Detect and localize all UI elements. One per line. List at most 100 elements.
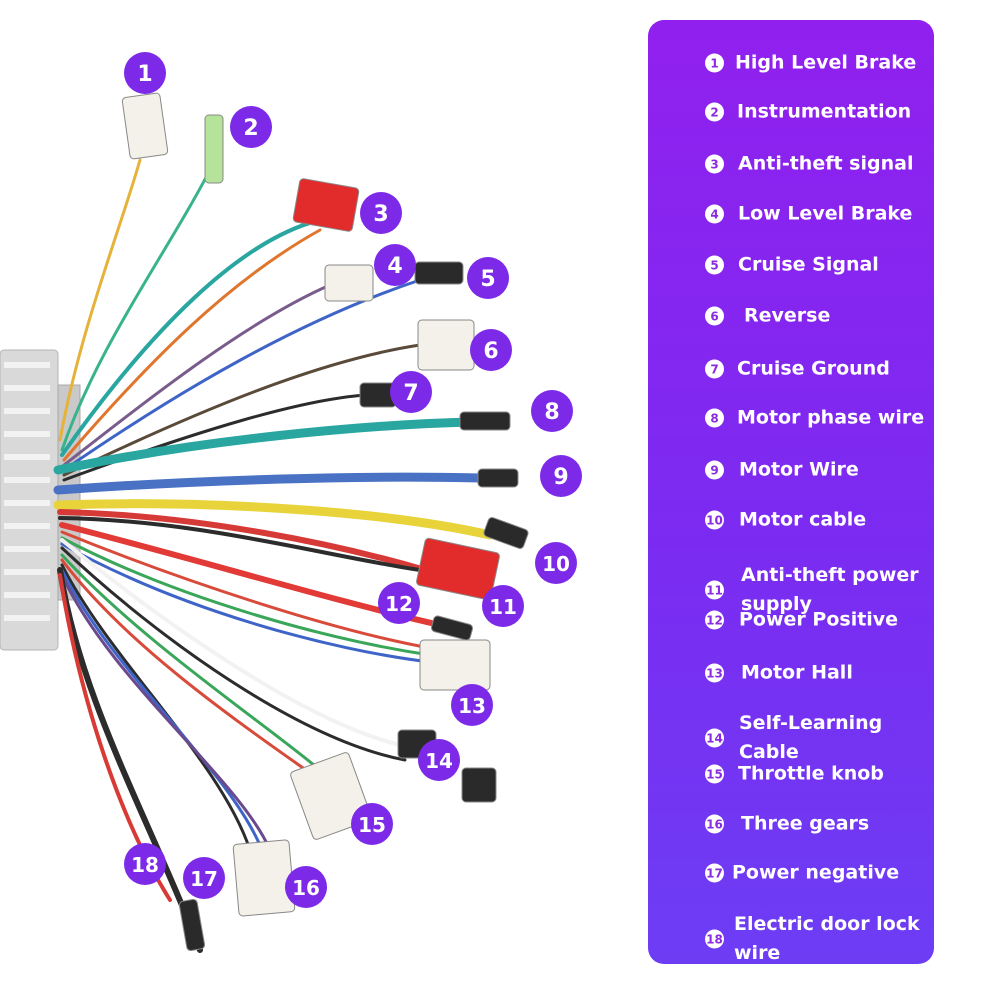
legend-number-badge: 15 <box>705 764 724 784</box>
legend-label: Throttle knob <box>738 762 884 785</box>
motor-phase-terminal <box>459 411 511 431</box>
callout-5: 5 <box>467 257 509 299</box>
legend-number-badge: 3 <box>705 154 724 174</box>
wire <box>60 536 432 657</box>
callout-number: 6 <box>483 339 498 364</box>
callout-6: 6 <box>470 329 512 371</box>
legend-item-12: 12 Power Positive <box>648 604 934 636</box>
callout-circle <box>230 106 272 148</box>
legend-label: Instrumentation <box>737 100 912 123</box>
motor-hall-connector <box>419 639 491 691</box>
wire <box>60 158 217 452</box>
callout-3: 3 <box>360 192 402 234</box>
callout-number: 14 <box>425 749 453 773</box>
wire <box>62 228 322 462</box>
anti-theft-signal-connector <box>292 178 360 232</box>
legend-label: Motor phase wire <box>737 406 925 429</box>
callout-circle <box>378 582 420 624</box>
legend-item-2: 2 Instrumentation <box>648 96 934 128</box>
wire <box>62 283 332 467</box>
callout-number: 8 <box>544 400 559 425</box>
self-learning-connector-b <box>461 767 497 803</box>
legend-label: Power Positive <box>739 608 899 631</box>
callout-1: 1 <box>124 52 166 94</box>
legend-number-badge: 11 <box>705 580 724 600</box>
legend-item-7: 7 Cruise Ground <box>648 353 934 385</box>
wire <box>60 568 264 852</box>
motor-cable-terminal <box>483 517 529 549</box>
callout-circle <box>183 857 225 899</box>
callout-circle <box>467 257 509 299</box>
legend-label: Motor Wire <box>739 458 859 481</box>
connector-group <box>121 92 529 952</box>
callout-number: 1 <box>137 62 152 87</box>
callout-11: 11 <box>482 585 524 627</box>
callout-number: 10 <box>542 552 570 576</box>
legend-number-badge: 4 <box>705 204 724 224</box>
wire <box>58 516 422 572</box>
callout-10: 10 <box>535 542 577 584</box>
low-brake-connector <box>324 264 374 302</box>
callout-number: 9 <box>553 465 568 490</box>
legend-label: Three gears <box>741 812 870 835</box>
callout-circle <box>285 866 327 908</box>
callout-number: 16 <box>292 876 320 900</box>
callout-circle <box>124 843 166 885</box>
legend-number-badge: 8 <box>705 408 724 428</box>
callout-number: 12 <box>385 592 413 616</box>
instrument-connector <box>204 114 224 184</box>
legend-number-badge: 13 <box>705 663 724 683</box>
callout-number: 17 <box>190 867 218 891</box>
legend-item-4: 4 Low Level Brake <box>648 198 934 230</box>
wire <box>53 499 495 540</box>
wire-harness <box>53 158 495 953</box>
wire <box>60 553 322 772</box>
callout-15: 15 <box>351 803 393 845</box>
legend-number-badge: 2 <box>705 102 724 122</box>
callout-number: 11 <box>489 595 517 619</box>
callout-2: 2 <box>230 106 272 148</box>
callout-circle <box>418 739 460 781</box>
power-positive-terminal <box>431 615 473 641</box>
callout-12: 12 <box>378 582 420 624</box>
wire <box>60 218 322 457</box>
callout-circle <box>531 390 573 432</box>
callout-number: 5 <box>480 267 495 292</box>
callout-circle <box>124 52 166 94</box>
wire <box>57 567 203 953</box>
legend-number-badge: 12 <box>705 610 724 630</box>
callout-number: 18 <box>131 853 159 877</box>
callout-number: 4 <box>387 254 402 279</box>
legend-label: Low Level Brake <box>738 202 913 225</box>
callout-circle <box>374 244 416 286</box>
legend-number-badge: 16 <box>705 814 724 834</box>
callout-circle <box>535 542 577 584</box>
legend-item-16: 16 Three gears <box>648 808 934 840</box>
throttle-connector <box>290 752 372 840</box>
legend-label: Self-Learning Cable <box>739 712 883 763</box>
wire <box>60 542 432 664</box>
callout-circle <box>351 803 393 845</box>
callout-circle <box>451 684 493 726</box>
legend-number-badge: 17 <box>705 863 724 883</box>
callout-circle <box>470 329 512 371</box>
legend-number-badge: 6 <box>705 306 724 326</box>
legend-number-badge: 10 <box>705 510 724 530</box>
brake-connector-high <box>121 92 169 160</box>
callout-number: 3 <box>373 202 388 227</box>
legend-label: Cruise Ground <box>737 357 890 380</box>
legend-number-badge: 7 <box>705 359 724 379</box>
wire <box>60 558 322 782</box>
legend-label: Electric door lock wire <box>734 913 920 964</box>
cruise-signal-connector <box>414 261 464 285</box>
